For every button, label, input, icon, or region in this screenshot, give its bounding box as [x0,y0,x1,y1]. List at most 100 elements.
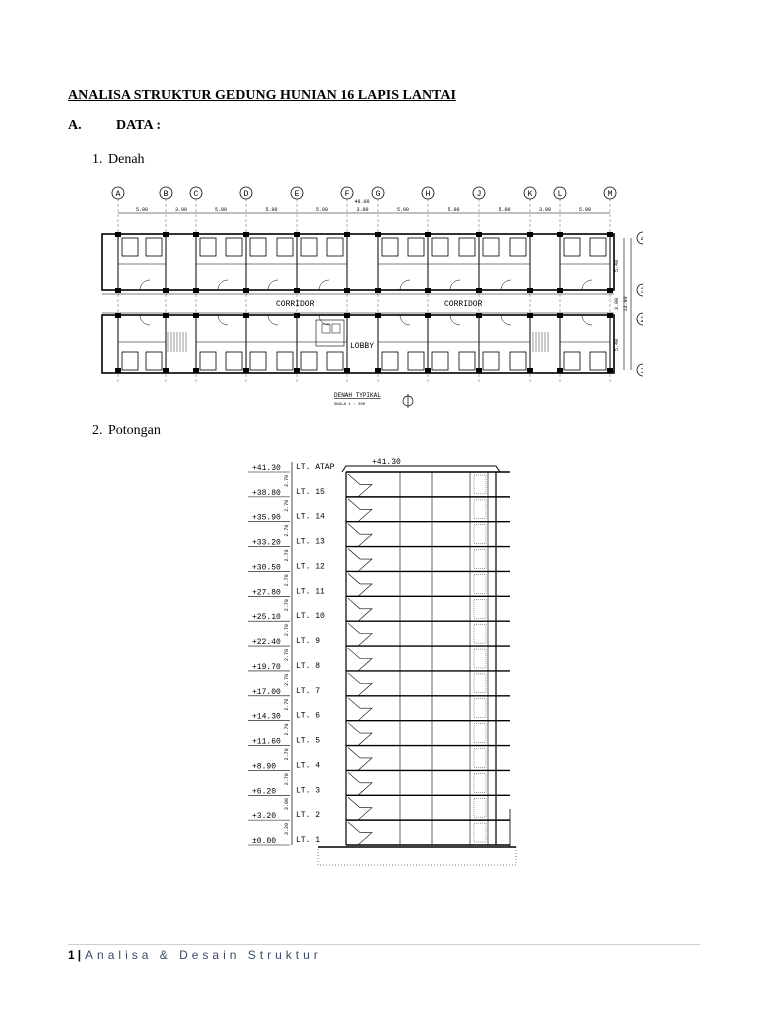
grid-letter: K [528,190,533,199]
level-floor-name: LT. 3 [296,786,320,795]
level-height: 2.70 [284,574,290,586]
level-elevation: +33.20 [252,539,281,548]
level-elevation: +27.80 [252,588,281,597]
section-letter: A. [68,118,82,133]
level-height: 3.00 [284,798,290,810]
level-height: 2.70 [284,549,290,561]
level-elevation: +38.80 [252,489,281,498]
north-arrow-icon [402,394,414,408]
grid-letter: G [376,190,381,199]
row-dimension: 13.80 [623,296,629,311]
grid-letter: F [345,190,350,199]
roof-elevation-label: +41.30 [372,458,401,467]
total-dimension: 49.00 [354,199,369,205]
level-elevation: ±0.00 [252,837,276,846]
grid-letter: J [477,190,482,199]
row-bubble [636,283,643,297]
plan-scale: SKALA 1 : 200 [334,403,366,407]
level-height: 2.70 [284,525,290,537]
list-item-number: 1. [92,152,103,167]
grid-letter: D [244,190,249,199]
level-floor-name: LT. 4 [296,761,320,770]
row-label: 4 [641,235,643,244]
level-height: 2.70 [284,649,290,661]
footer-separator: | [77,948,82,962]
grid-letter: A [116,190,121,199]
level-height: 2.70 [284,674,290,686]
level-floor-name: LT. 12 [296,562,325,571]
level-floor-name: LT. 6 [296,712,320,721]
level-elevation: +22.40 [252,638,281,647]
level-elevation: +14.30 [252,713,281,722]
level-floor-name: LT. 8 [296,662,320,671]
level-height: 2.70 [284,624,290,636]
level-elevation: +25.10 [252,613,281,622]
corridor-label-left: CORRIDOR [276,300,315,309]
level-height: 2.70 [284,724,290,736]
level-height: 2.70 [284,475,290,487]
grid-letter: H [426,190,431,199]
level-floor-name: LT. 10 [296,612,325,621]
span-dimension: 5.00 [136,207,148,213]
grid-letter: B [164,190,169,199]
level-height: 3.20 [284,823,290,835]
level-elevation: +30.50 [252,563,281,572]
level-elevation: +6.20 [252,787,276,796]
span-dimension: 5.00 [316,207,328,213]
grid-letter: M [608,190,613,199]
level-height: 2.70 [284,599,290,611]
level-elevation: +35.90 [252,514,281,523]
list-item-number: 2. [92,423,103,438]
level-floor-name: LT. 9 [296,637,320,646]
section-heading: A. DATA : [68,118,161,134]
level-floor-name: LT. 5 [296,737,320,746]
row-dimension: 5.40 [614,260,620,272]
span-dimension: 5.00 [447,207,459,213]
span-dimension: 5.00 [579,207,591,213]
footer-text: Analisa & Desain Struktur [85,948,322,962]
span-dimension: 5.00 [498,207,510,213]
level-floor-name: LT. 2 [296,811,320,820]
level-height: 2.70 [284,699,290,711]
level-height: 2.70 [284,748,290,760]
level-floor-name: LT. ATAP [296,463,335,472]
list-item-label: Potongan [108,423,161,438]
span-dimension: 5.00 [215,207,227,213]
list-item-denah: 1. Denah [92,152,145,168]
corridor-label-right: CORRIDOR [444,300,483,309]
row-bubble [636,363,643,377]
row-label: 1 [641,367,643,376]
grid-letter: E [295,190,300,199]
span-dimension: 3.00 [539,207,551,213]
level-height: 2.70 [284,500,290,512]
level-floor-name: LT. 7 [296,687,320,696]
span-dimension: 3.00 [175,207,187,213]
plan-caption: DENAH TYPIKAL [334,392,381,399]
row-label: 3 [641,287,643,296]
page-title: ANALISA STRUKTUR GEDUNG HUNIAN 16 LAPIS … [68,88,456,103]
row-bubble [636,231,643,245]
lobby-label: LOBBY [350,342,374,351]
level-elevation: +17.00 [252,688,281,697]
span-dimension: 3.00 [356,207,368,213]
level-floor-name: LT. 14 [296,513,325,522]
row-label: 2 [641,316,643,325]
level-elevation: +3.20 [252,812,276,821]
level-floor-name: LT. 11 [296,587,325,596]
level-floor-name: LT. 13 [296,538,325,547]
grid-letter: C [194,190,199,199]
section-label: DATA : [116,118,161,133]
level-height: 2.70 [284,773,290,785]
span-dimension: 5.00 [397,207,409,213]
list-item-label: Denah [108,152,145,167]
list-item-potongan: 2. Potongan [92,423,161,439]
page-footer: 1|Analisa & Desain Struktur [68,948,322,962]
row-dimension: 3.00 [614,298,620,310]
row-dimension: 5.40 [614,339,620,351]
level-floor-name: LT. 1 [296,836,320,845]
level-floor-name: LT. 15 [296,488,325,497]
span-dimension: 5.00 [265,207,277,213]
page-number: 1 [68,948,75,962]
